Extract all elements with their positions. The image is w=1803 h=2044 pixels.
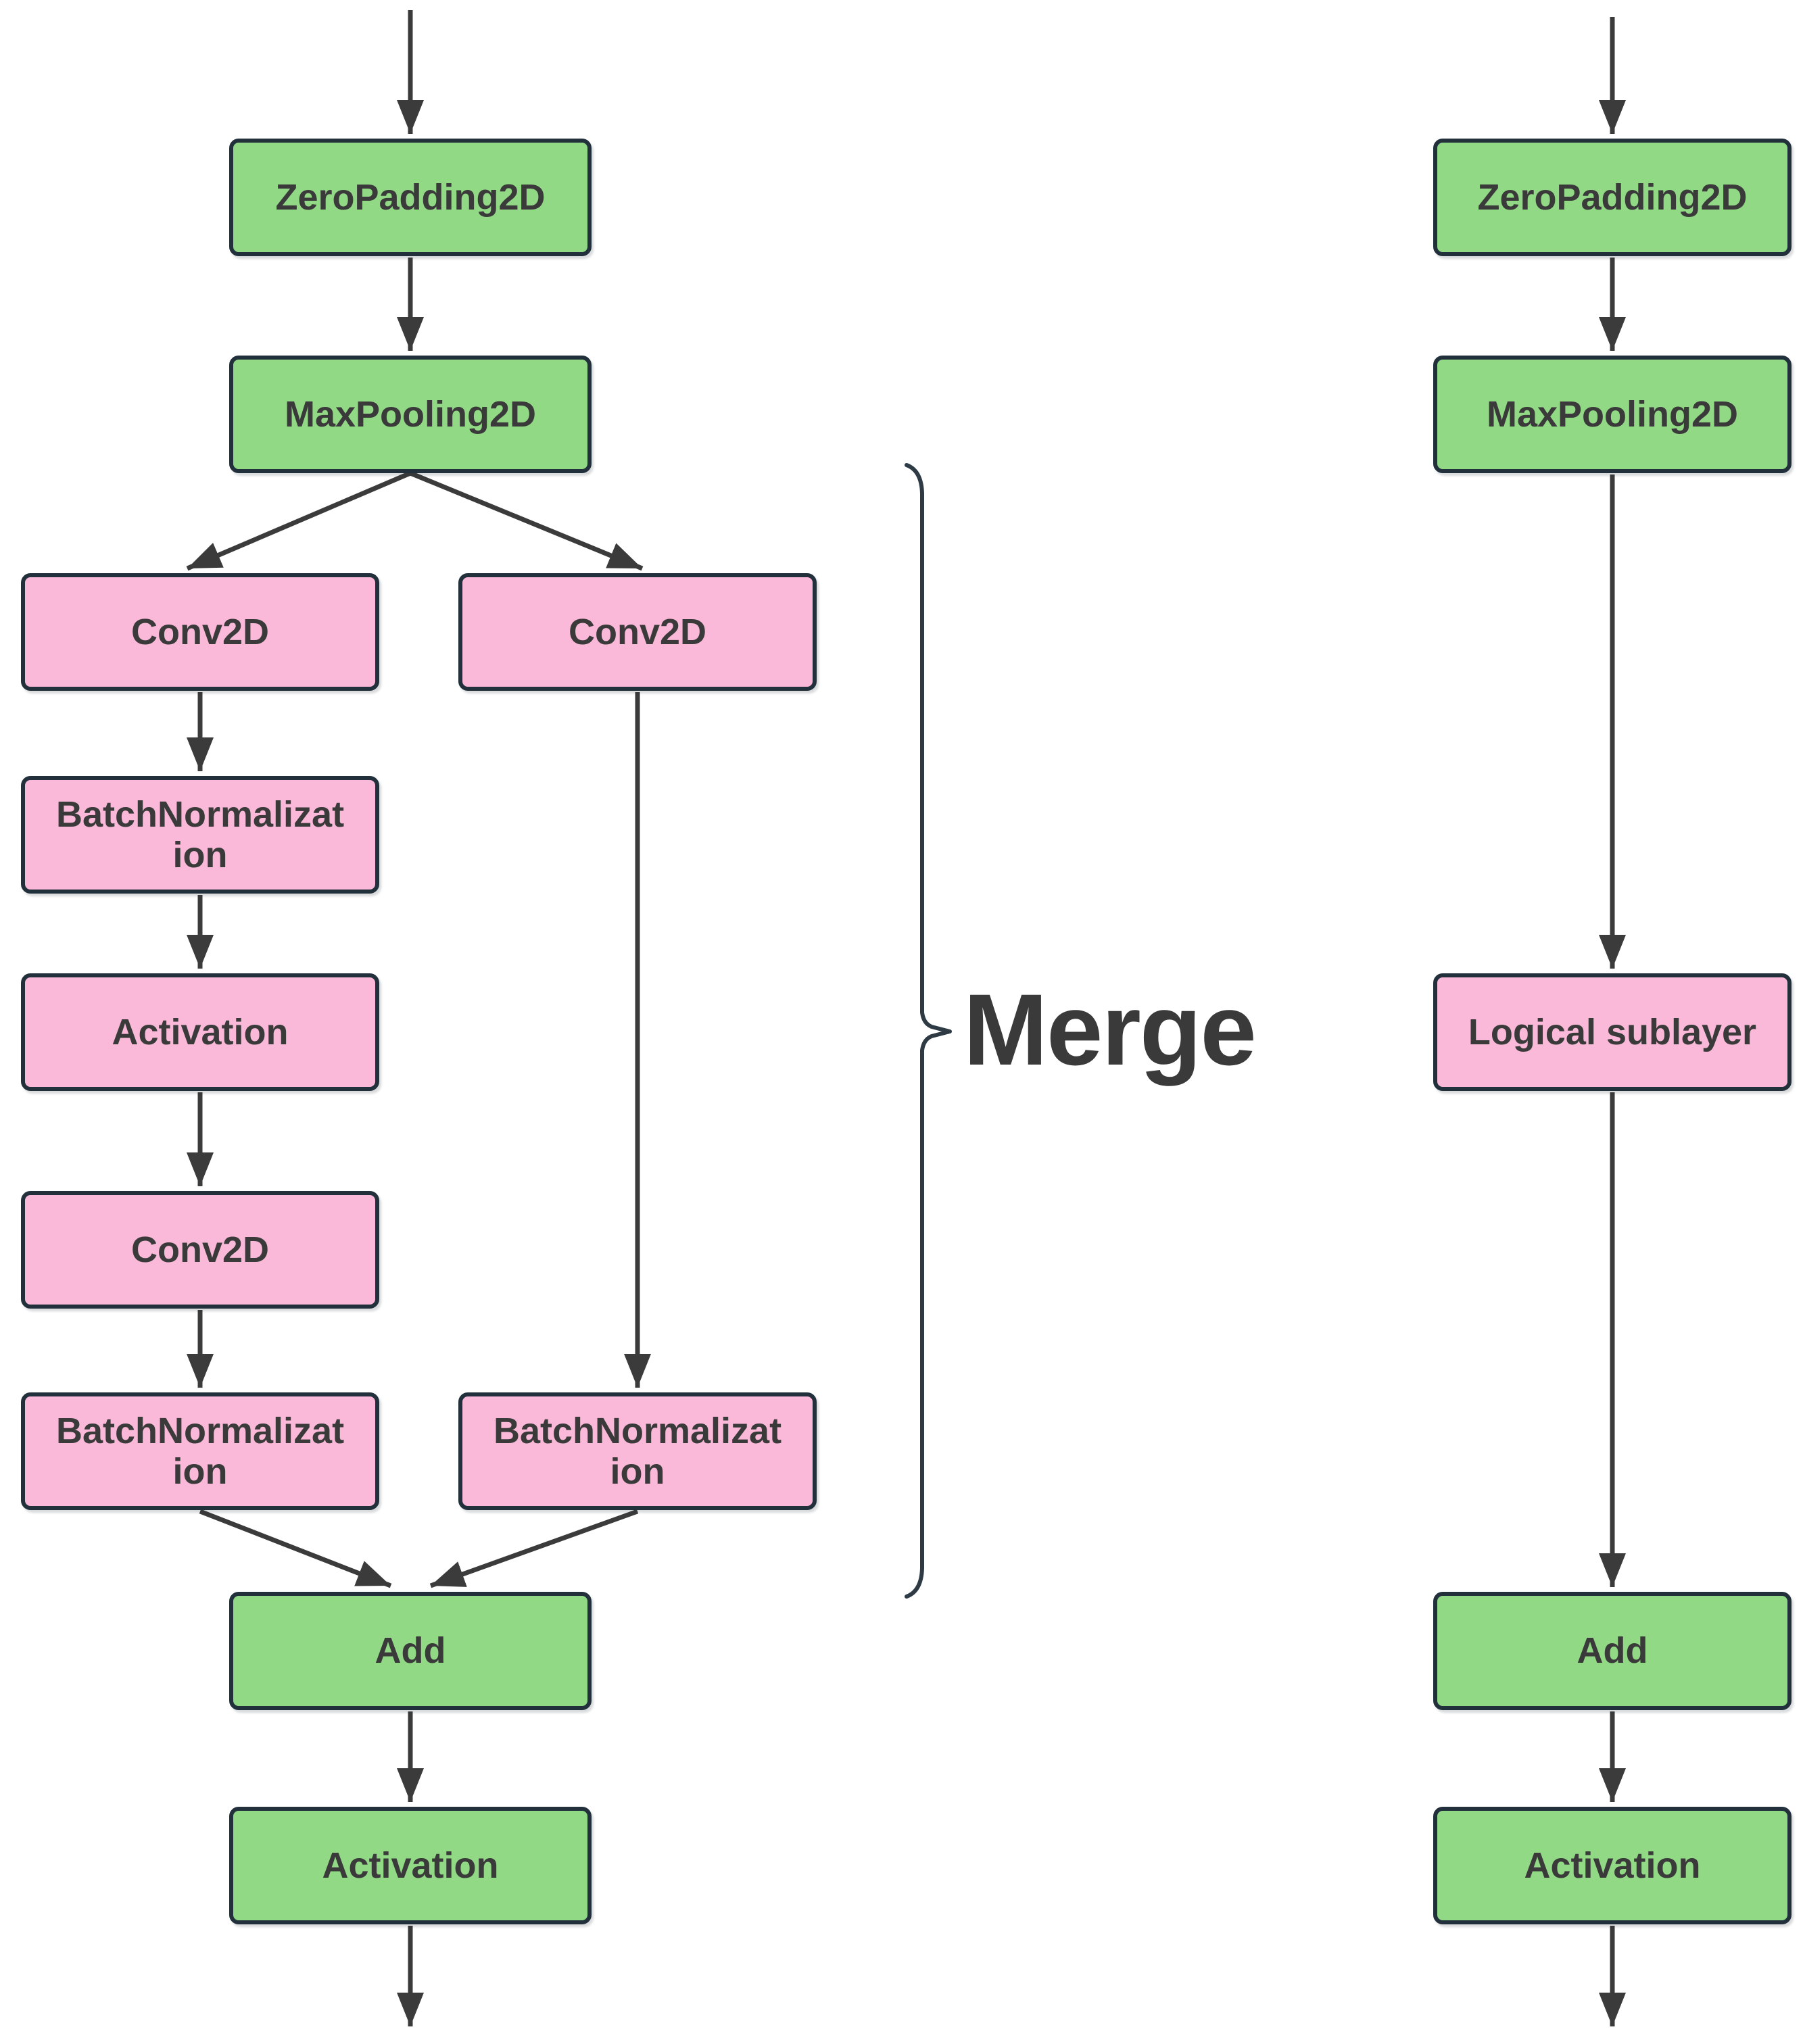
arrow-split-to-conv-a bbox=[186, 470, 412, 571]
node-left-zeropadding2d: ZeroPadding2D bbox=[229, 139, 592, 256]
arrow-split-to-conv-b bbox=[409, 470, 644, 571]
merge-label: Merge bbox=[963, 973, 1257, 1086]
node-branch-a-conv2d-2: Conv2D bbox=[21, 1191, 379, 1309]
arrow-bn-b-to-add bbox=[429, 1509, 639, 1588]
merge-brace bbox=[905, 463, 952, 1599]
node-right-zeropadding2d: ZeroPadding2D bbox=[1433, 139, 1792, 256]
node-left-activation: Activation bbox=[229, 1807, 592, 1924]
node-left-maxpooling2d: MaxPooling2D bbox=[229, 356, 592, 473]
node-branch-a-activation: Activation bbox=[21, 973, 379, 1091]
node-branch-a-batchnorm-2: BatchNormalizat ion bbox=[21, 1392, 379, 1510]
node-left-add: Add bbox=[229, 1592, 592, 1710]
node-branch-b-batchnorm: BatchNormalizat ion bbox=[458, 1392, 817, 1510]
node-right-logical-sublayer: Logical sublayer bbox=[1433, 973, 1792, 1091]
node-right-activation: Activation bbox=[1433, 1807, 1792, 1924]
arrow-bn-a-to-add bbox=[199, 1509, 392, 1588]
node-branch-b-conv2d: Conv2D bbox=[458, 573, 817, 691]
node-branch-a-batchnorm-1: BatchNormalizat ion bbox=[21, 776, 379, 894]
node-branch-a-conv2d-1: Conv2D bbox=[21, 573, 379, 691]
node-right-add: Add bbox=[1433, 1592, 1792, 1710]
node-right-maxpooling2d: MaxPooling2D bbox=[1433, 356, 1792, 473]
